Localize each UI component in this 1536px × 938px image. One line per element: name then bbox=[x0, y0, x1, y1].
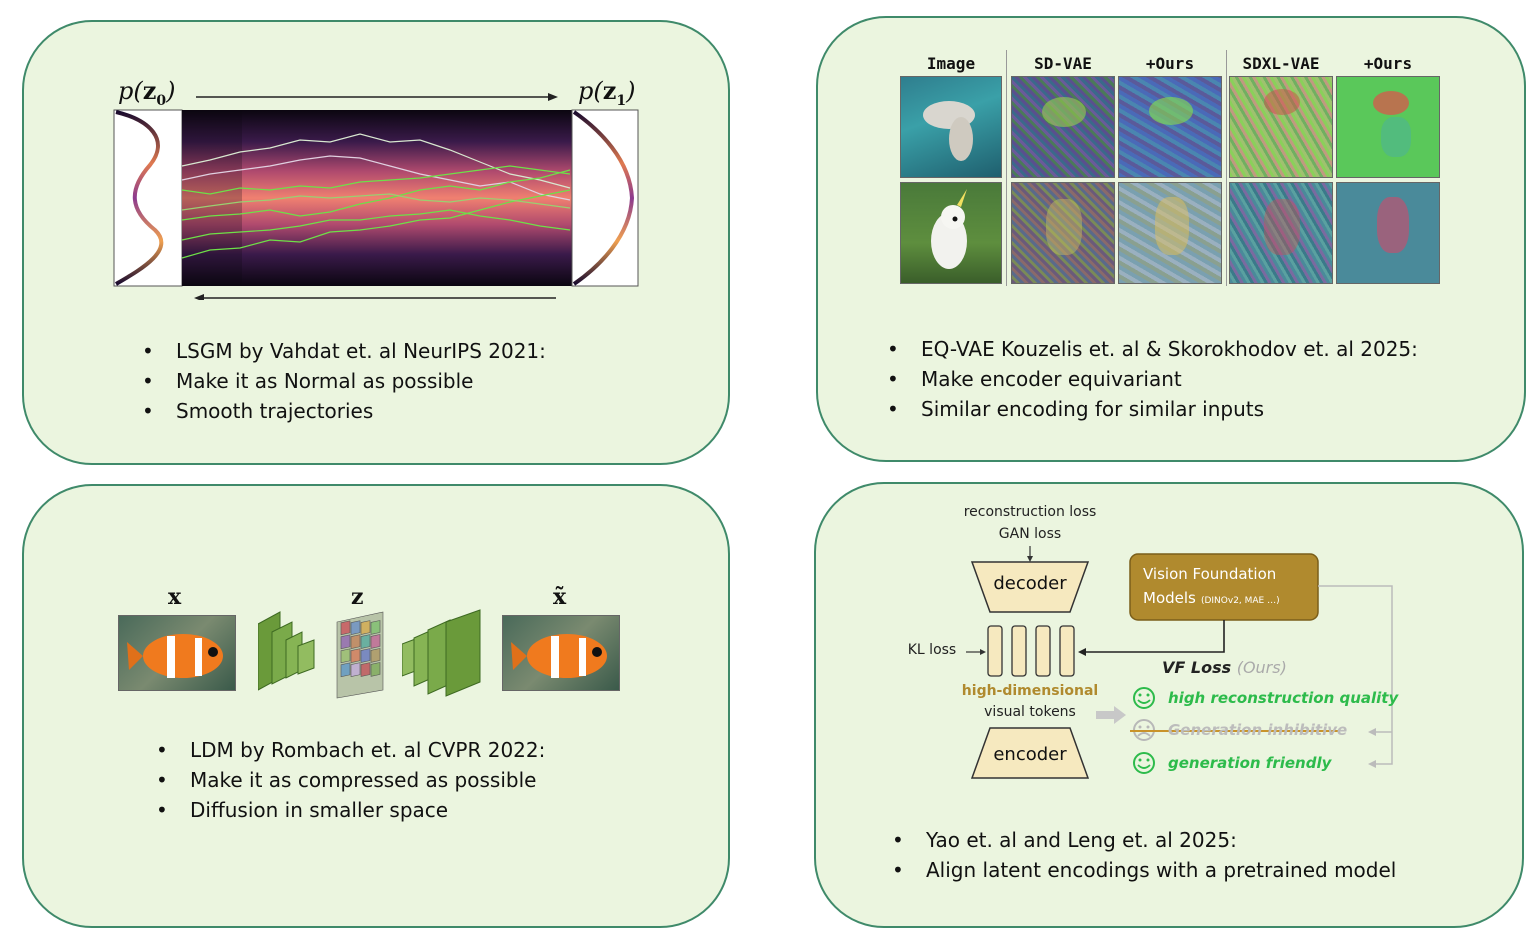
header-divider bbox=[1006, 50, 1007, 286]
clownfish-input-image bbox=[118, 615, 236, 691]
bullet: Make it as Normal as possible bbox=[142, 366, 546, 396]
label-p-z0: p(z0) bbox=[118, 76, 176, 109]
gan-loss-label: GAN loss bbox=[998, 526, 1062, 542]
bullet: LDM by Rombach et. al CVPR 2022: bbox=[156, 735, 545, 765]
kl-loss-label: KL loss bbox=[907, 642, 957, 658]
header-divider bbox=[1226, 50, 1227, 286]
col-header-sd-vae: SD-VAE bbox=[1034, 54, 1092, 73]
vf-loss-title: VF Loss (Ours) bbox=[1162, 658, 1287, 677]
recon-tile-sdxl-2 bbox=[1229, 182, 1333, 284]
ldm-bullets: LDM by Rombach et. al CVPR 2022: Make it… bbox=[156, 735, 545, 825]
recon-tile-ours-4 bbox=[1336, 182, 1440, 284]
col-header-ours-1: +Ours bbox=[1145, 54, 1195, 73]
item-high-recon: high reconstruction quality bbox=[1168, 689, 1399, 707]
recon-loss-label: reconstruction loss bbox=[963, 504, 1097, 520]
label-z: z bbox=[351, 584, 364, 610]
lsgm-figure: p(z0) p(z1) bbox=[110, 70, 650, 300]
recon-tile-sdvae-1 bbox=[1011, 76, 1115, 178]
image-tile-cockatoo bbox=[900, 182, 1002, 284]
clownfish-output-image bbox=[502, 615, 620, 691]
bullet: Similar encoding for similar inputs bbox=[887, 394, 1418, 424]
high-dim-label: high-dimensional bbox=[961, 683, 1099, 699]
col-header-ours-2: +Ours bbox=[1363, 54, 1413, 73]
recon-tile-ours-3 bbox=[1118, 182, 1222, 284]
vfm-subtitle: (DINOv2, MAE …) bbox=[1200, 596, 1280, 606]
recon-tile-ours-2 bbox=[1336, 76, 1440, 178]
bullet: Smooth trajectories bbox=[142, 396, 546, 426]
encoder-layers-icon bbox=[258, 611, 315, 691]
label-p-z1: p(z1) bbox=[578, 76, 636, 109]
bullet: Yao et. al and Leng et. al 2025: bbox=[892, 825, 1396, 855]
eqvae-bullets: EQ-VAE Kouzelis et. al & Skorokhodov et.… bbox=[887, 334, 1418, 424]
label-x-tilde: x̃ bbox=[553, 584, 567, 610]
vfm-models: Models bbox=[1143, 589, 1196, 607]
item-generation-inhibitive: Generation inhibitive bbox=[1168, 721, 1348, 739]
col-header-sdxl-vae: SDXL-VAE bbox=[1242, 54, 1320, 73]
ours-label: (Ours) bbox=[1236, 658, 1287, 677]
bullet: Diffusion in smaller space bbox=[156, 795, 545, 825]
vfm-title: Vision Foundation bbox=[1143, 565, 1277, 583]
recon-tile-sdvae-2 bbox=[1011, 182, 1115, 284]
col-header-image: Image bbox=[926, 54, 976, 73]
vfm-models-row: Models (DINOv2, MAE …) bbox=[1143, 588, 1280, 607]
bullet: Align latent encodings with a pretrained… bbox=[892, 855, 1396, 885]
bullet: Make encoder equivariant bbox=[887, 364, 1418, 394]
vavae-diagram-svg bbox=[966, 546, 1393, 779]
vf-loss-label: VF Loss bbox=[1162, 658, 1232, 677]
encoder-label: encoder bbox=[993, 744, 1067, 765]
visual-tokens-label: visual tokens bbox=[984, 704, 1076, 720]
lsgm-bullets: LSGM by Vahdat et. al NeurIPS 2021: Make… bbox=[142, 336, 546, 426]
bullet: Make it as compressed as possible bbox=[156, 765, 545, 795]
lsgm-diffusion-svg bbox=[113, 93, 639, 300]
label-x: x bbox=[168, 584, 182, 610]
bullet: EQ-VAE Kouzelis et. al & Skorokhodov et.… bbox=[887, 334, 1418, 364]
panel-ldm bbox=[22, 484, 730, 928]
decoder-layers-icon bbox=[402, 609, 481, 697]
image-tile-whale bbox=[900, 76, 1002, 178]
latent-grid-icon bbox=[336, 611, 384, 699]
item-generation-friendly: generation friendly bbox=[1168, 754, 1332, 772]
vavae-bullets: Yao et. al and Leng et. al 2025: Align l… bbox=[892, 825, 1396, 885]
bullet: LSGM by Vahdat et. al NeurIPS 2021: bbox=[142, 336, 546, 366]
recon-tile-sdxl-1 bbox=[1229, 76, 1333, 178]
decoder-label: decoder bbox=[993, 573, 1067, 594]
recon-tile-ours-1 bbox=[1118, 76, 1222, 178]
